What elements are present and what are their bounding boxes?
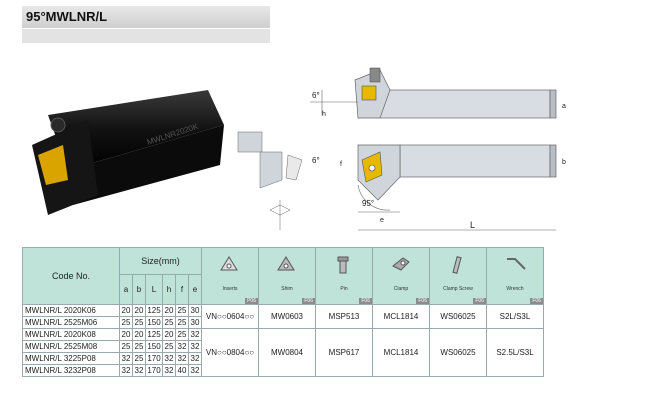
tool-holder-photo: MWLNR2020K [32, 90, 224, 215]
dim-a-label: a [562, 103, 566, 110]
wrench-icon [507, 258, 526, 270]
screw-cell: WS06025 [429, 328, 487, 377]
screw-cell: WS06025 [429, 304, 487, 329]
col-a: a [119, 274, 133, 305]
pin-cell: MSP513 [315, 304, 373, 329]
wrench-cell: S2.5L/S3L [486, 328, 544, 377]
col-h: h [162, 274, 176, 305]
dim-f-label: f [340, 161, 342, 168]
technical-drawing: 6° h a 6° f b 95° e L [237, 67, 566, 231]
dim-h-label: h [322, 111, 326, 118]
dim-L-label: L [470, 220, 475, 230]
size-header: Size(mm) [119, 247, 202, 275]
clamp-cell: MCL1814 [372, 328, 430, 377]
angle-top-label: 6° [312, 91, 320, 100]
angle-side-label: 6° [312, 156, 320, 165]
col-f: f [175, 274, 189, 305]
approach-angle-label: 95° [362, 199, 374, 208]
shim-cell: MW0603 [258, 304, 316, 329]
col-L: L [145, 274, 163, 305]
col-b: b [132, 274, 146, 305]
page-title: 95°MWLNR/L [26, 9, 108, 24]
pin-icon [337, 256, 349, 274]
shim-icon [277, 256, 295, 271]
code-header: Code No. [22, 247, 120, 305]
screw-icon [452, 256, 462, 274]
pin-cell: MSP617 [315, 328, 373, 377]
title-strip [22, 29, 270, 43]
shim-cell: MW0804 [258, 328, 316, 377]
clamp-icon [392, 257, 410, 271]
dim-e-label: e [380, 217, 384, 224]
insert-cell: VN○○0604○○ [201, 304, 259, 329]
dim-b-label: b [562, 159, 566, 166]
title-bar: 95°MWLNR/L [22, 6, 270, 28]
col-e: e [188, 274, 202, 305]
clamp-cell: MCL1814 [372, 304, 430, 329]
wrench-cell: S2L/S3L [486, 304, 544, 329]
insert-cell: VN○○0804○○ [201, 328, 259, 377]
insert-icon [220, 256, 238, 271]
